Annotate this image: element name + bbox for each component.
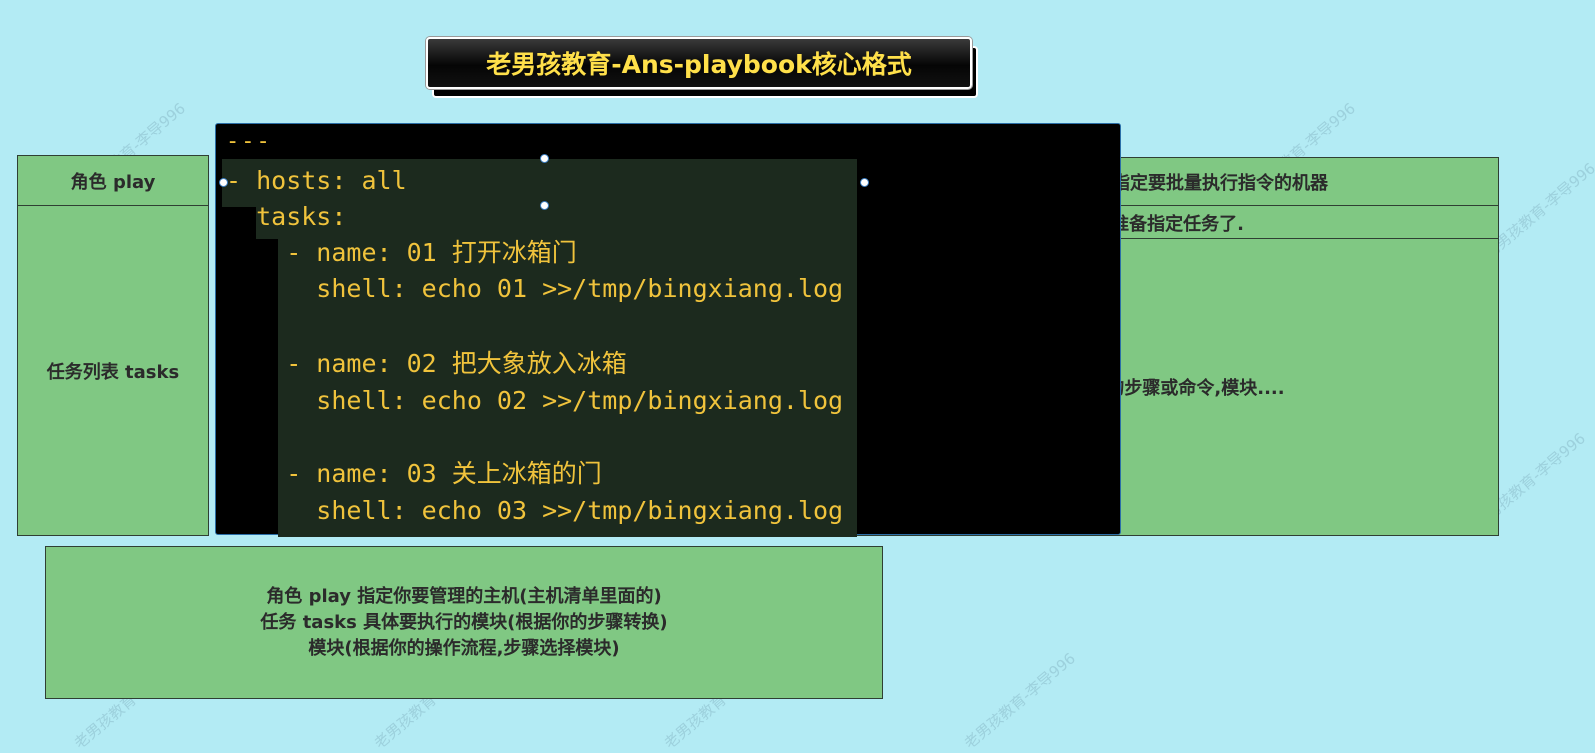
code-block: --- - hosts: all tasks: - name: 01 打开冰箱门… (215, 123, 1121, 537)
selection-handle[interactable] (540, 154, 549, 163)
selection-handle[interactable] (219, 178, 228, 187)
selection-handle[interactable] (540, 201, 549, 210)
code-line: shell: echo 03 >>/tmp/bingxiang.log (226, 496, 844, 525)
summary-line: 角色 play 指定你要管理的主机(主机清单里面的) (266, 585, 662, 607)
code-line: shell: echo 01 >>/tmp/bingxiang.log (226, 274, 844, 303)
code-highlight (256, 204, 857, 239)
code-line: - hosts: all (226, 166, 407, 195)
selection-handle[interactable] (860, 178, 869, 187)
watermark: 老男孩教育-李导996 (960, 649, 1079, 753)
code-line: shell: echo 02 >>/tmp/bingxiang.log (226, 386, 844, 415)
code-line: - name: 02 把大象放入冰箱 (226, 349, 627, 378)
code-line: --- (226, 129, 272, 154)
summary-line: 模块(根据你的操作流程,步骤选择模块) (308, 637, 620, 659)
code-highlight (278, 237, 857, 537)
code-line: - name: 03 关上冰箱的门 (226, 459, 602, 488)
page-title: 老男孩教育-Ans-playbook核心格式 (426, 37, 972, 89)
code-highlight (222, 159, 857, 207)
label-play-text: 角色 play (70, 171, 156, 193)
summary-box: 角色 play 指定你要管理的主机(主机清单里面的) 任务 tasks 具体要执… (45, 546, 883, 699)
label-play: 角色 play (17, 155, 209, 206)
label-tasks: 任务列表 tasks (17, 205, 209, 536)
note-steps-text: 具体的步骤或命令,模块.... (1070, 378, 1285, 399)
label-tasks-text: 任务列表 tasks (46, 361, 180, 383)
note-tasks-text: 准备指定任务了. (1111, 213, 1244, 235)
code-line: - name: 01 打开冰箱门 (226, 238, 577, 267)
summary-line: 任务 tasks 具体要执行的模块(根据你的步骤转换) (260, 611, 668, 633)
code-line: tasks: (226, 202, 347, 231)
